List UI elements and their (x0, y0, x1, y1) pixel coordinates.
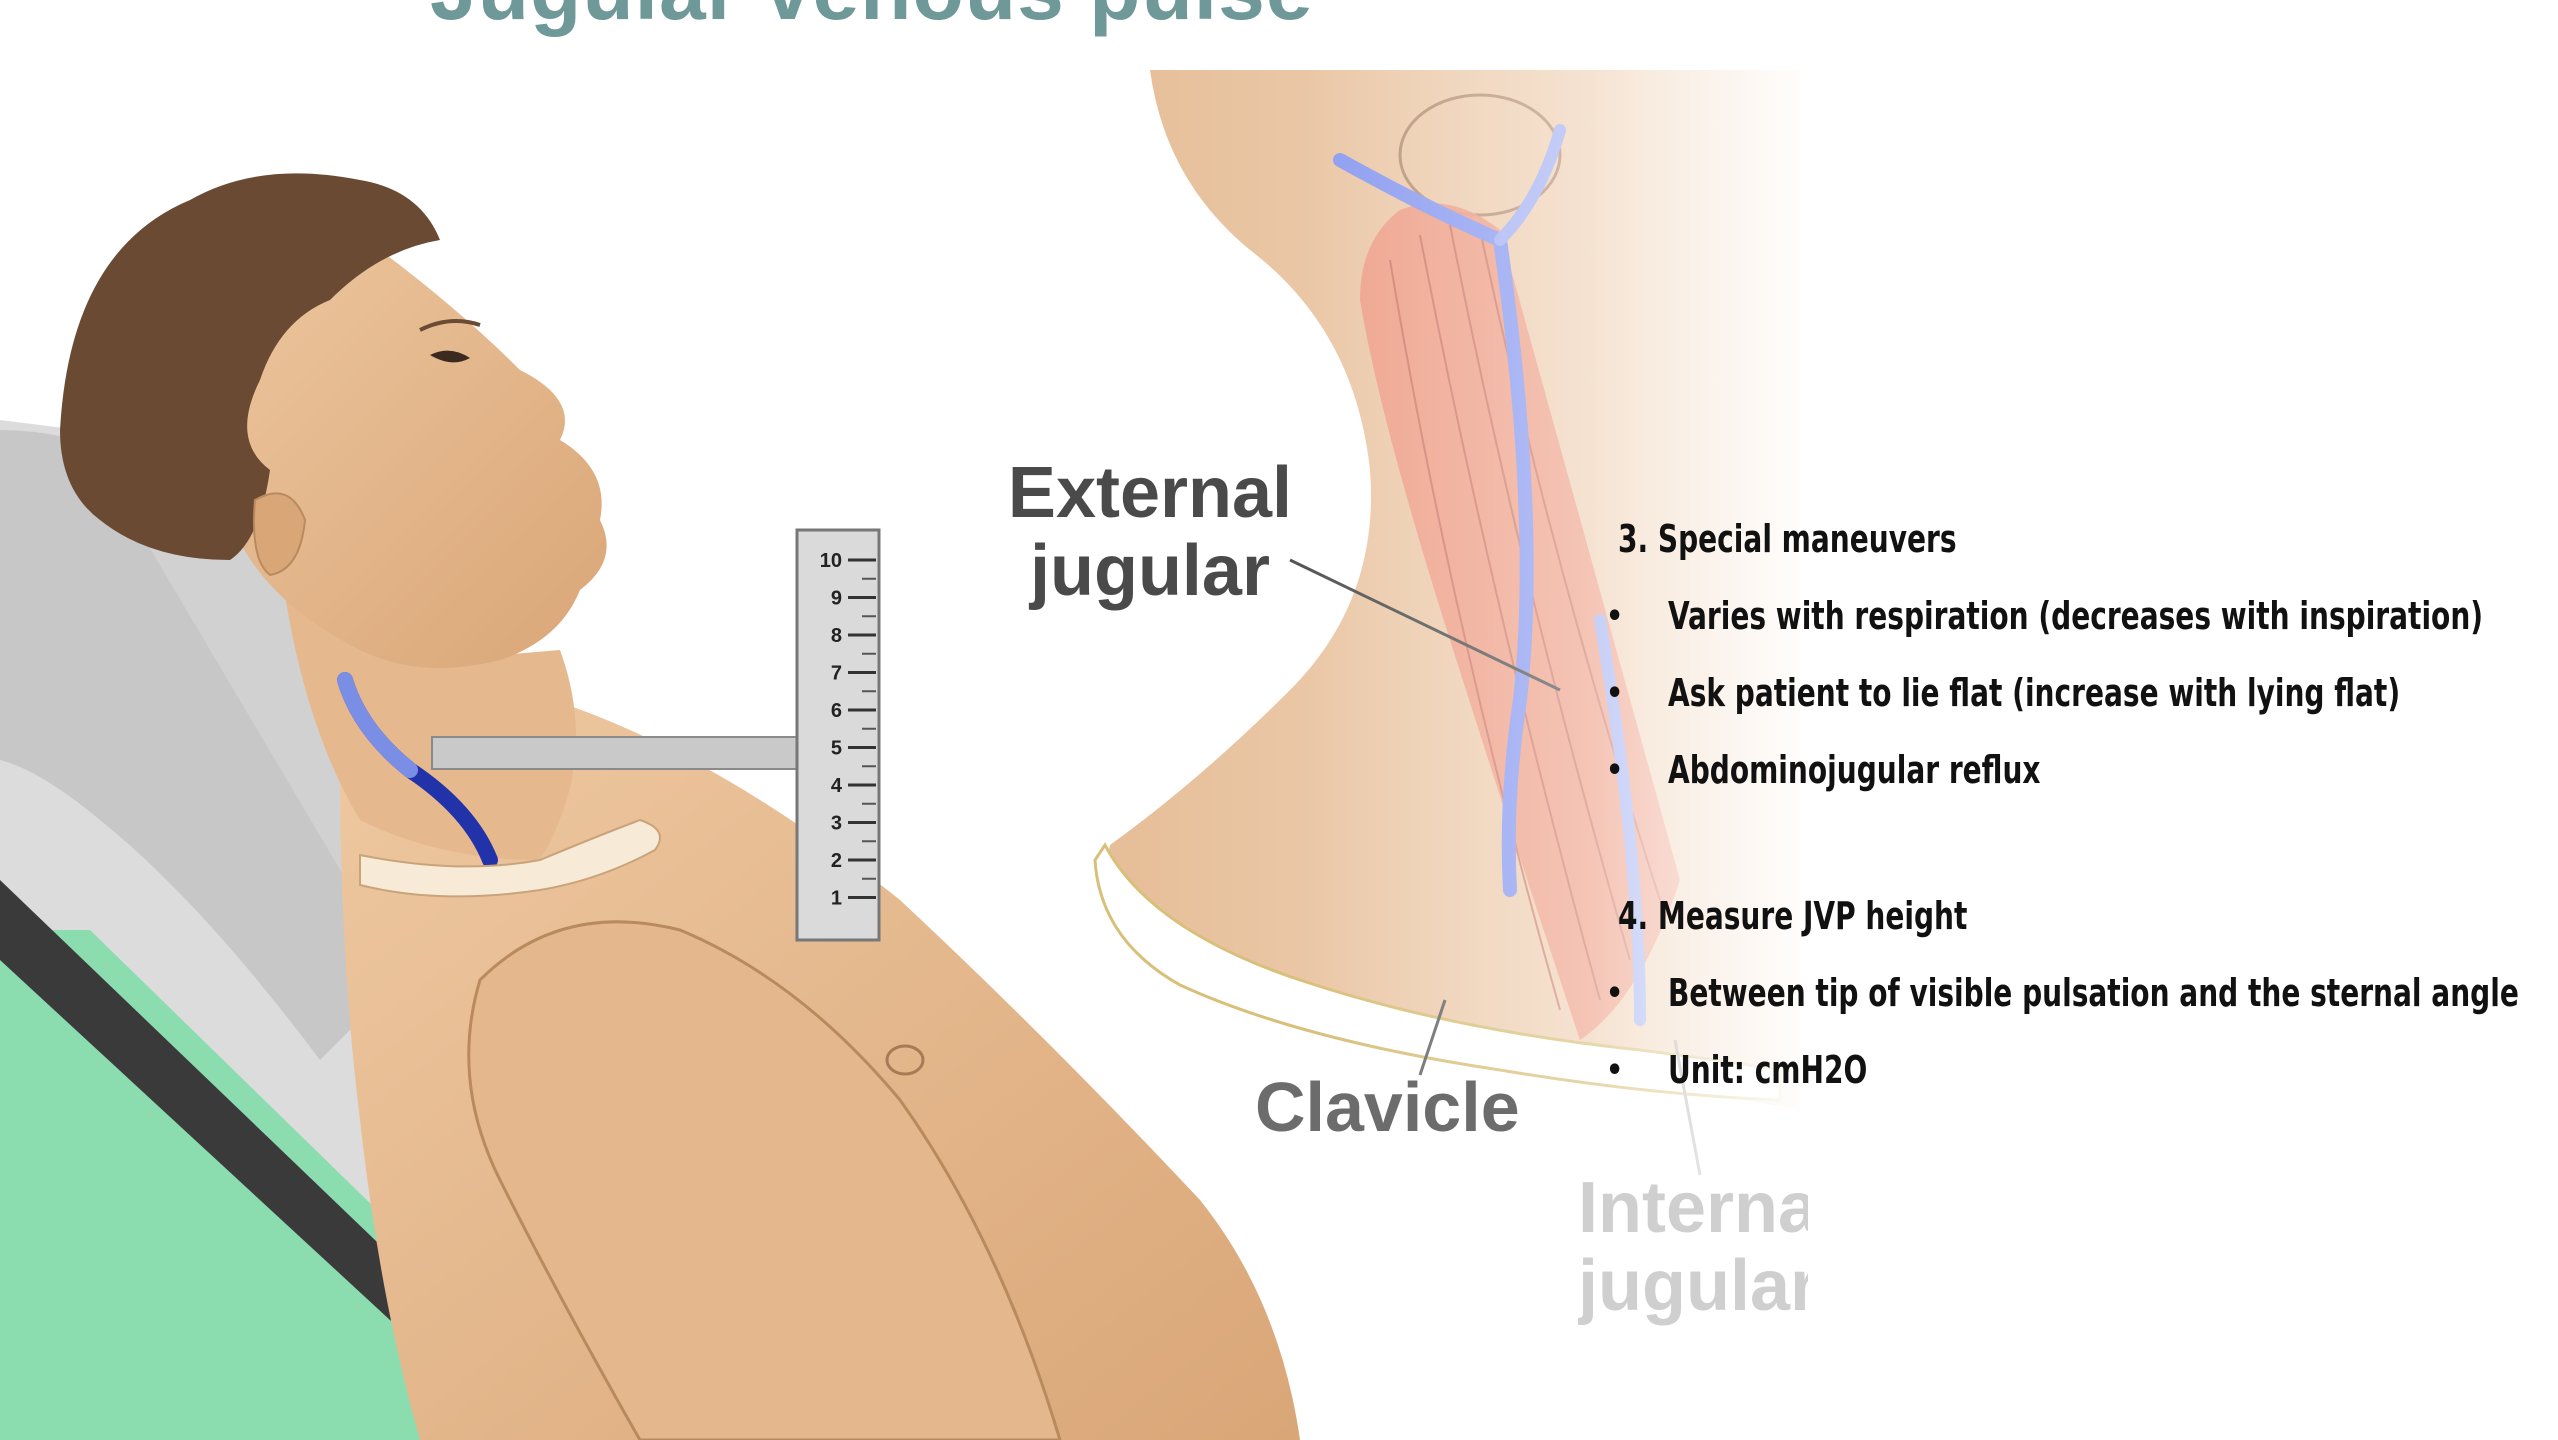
horizontal-bar (432, 737, 800, 769)
list-item: •Between tip of visible pulsation and th… (1590, 974, 2490, 1012)
internal-jugular-label: Internal jugular (1578, 1170, 1808, 1326)
ruler-tick-label: 4 (831, 775, 843, 797)
bullet-glyph: • (1606, 602, 1623, 632)
section-special-maneuvers: 3. Special maneuvers • Varies with respir… (1590, 520, 2490, 789)
ruler-tick-label: 7 (831, 663, 842, 685)
clavicle-label: Clavicle (1255, 1070, 1520, 1146)
ruler-tick-label: 9 (831, 588, 842, 610)
bullet-glyph: • (1606, 679, 1623, 709)
bullet-glyph: • (1606, 756, 1623, 786)
bullet-text: Abdominojugular reflux (1668, 751, 2040, 789)
list-item: • Unit: cmH2O (1590, 1051, 2490, 1089)
ruler-tick-label: 10 (820, 550, 842, 572)
bullet-list: • Varies with respiration (decreases with… (1590, 597, 2490, 789)
ruler-tick-label: 5 (831, 738, 842, 760)
ruler-tick-label: 2 (831, 850, 842, 872)
bullet-text: Ask patient to lie flat (increase with l… (1668, 674, 2400, 712)
list-item: • Abdominojugular reflux (1590, 751, 2490, 789)
ruler-tick-label: 1 (831, 888, 842, 910)
patient-illustration (0, 173, 1300, 1440)
bullet-text: Unit: cmH2O (1668, 1051, 1867, 1089)
notes-textbox: 3. Special maneuvers • Varies with respir… (1590, 520, 2490, 1089)
section-measure-jvp: 4. Measure JVP height •Between tip of vi… (1590, 897, 2490, 1089)
bullet-glyph: • (1606, 979, 1623, 1009)
section-heading: 3. Special maneuvers (1618, 520, 2333, 558)
external-jugular-label: External jugular (960, 455, 1340, 611)
ruler-tick-label: 6 (831, 700, 842, 722)
ruler-tick-label: 3 (831, 813, 842, 835)
ruler-tick-label: 8 (831, 625, 842, 647)
bullet-text: Between tip of visible pulsation and the… (1668, 974, 2519, 1012)
bullet-list: •Between tip of visible pulsation and th… (1590, 974, 2490, 1089)
list-item: • Varies with respiration (decreases with… (1590, 597, 2490, 635)
bullet-glyph: • (1606, 1056, 1623, 1086)
section-heading: 4. Measure JVP height (1618, 897, 2333, 935)
list-item: • Ask patient to lie flat (increase with … (1590, 674, 2490, 712)
slide-title: Jugular venous pulse (430, 0, 1314, 39)
bullet-text: Varies with respiration (decreases with … (1668, 597, 2483, 635)
